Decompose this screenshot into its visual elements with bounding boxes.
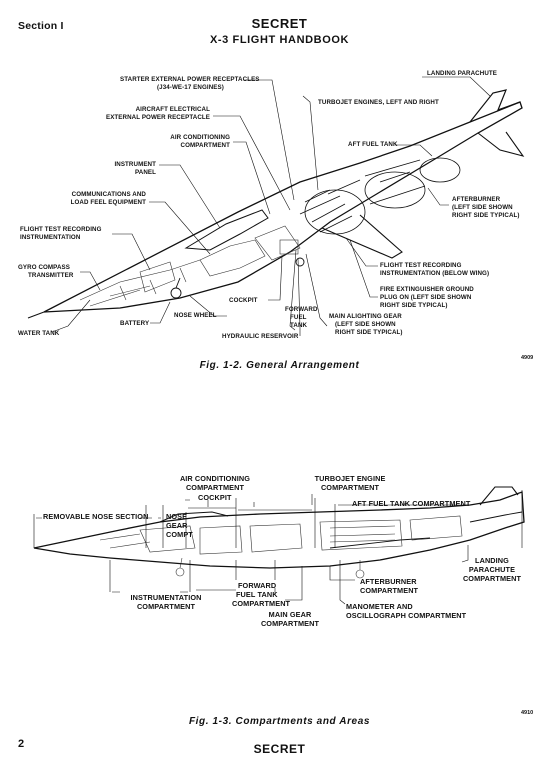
wing bbox=[321, 214, 403, 259]
label-landing: LANDING bbox=[475, 556, 509, 565]
label-nose-gear: NOSE bbox=[166, 512, 188, 521]
figure-1-3-number: 4910 bbox=[521, 710, 534, 716]
label-turbojet-engine-1-3: TURBOJET ENGINE bbox=[314, 474, 386, 483]
label-fire-extinguisher: FIRE EXTINGUISHER GROUND bbox=[380, 286, 474, 293]
side-interior-detail bbox=[99, 515, 463, 579]
label-cockpit: COCKPIT bbox=[229, 297, 258, 304]
label-fire-extinguisher-left: PLUG ON (LEFT SIDE SHOWN bbox=[380, 294, 472, 301]
label-forward-1-3: FORWARD bbox=[238, 581, 277, 590]
label-manometer: MANOMETER AND bbox=[346, 602, 413, 611]
label-flight-test-instrumentation: INSTRUMENTATION bbox=[20, 234, 81, 241]
classification-header: SECRET bbox=[251, 16, 308, 31]
side-tail-fin bbox=[479, 486, 519, 506]
label-nose-gear-gear: GEAR bbox=[166, 521, 188, 530]
leader-lines-fig-1-2 bbox=[51, 76, 491, 336]
canopy bbox=[184, 209, 269, 251]
figure-1-2-caption: Fig. 1-2. General Arrangement bbox=[199, 360, 360, 371]
label-cockpit-1-3: COCKPIT bbox=[198, 493, 232, 502]
engine-cutaway bbox=[299, 157, 461, 235]
label-afterburner-right-side: RIGHT SIDE TYPICAL) bbox=[452, 212, 520, 219]
label-afterburner-1-3: AFTERBURNER bbox=[360, 577, 417, 586]
label-instrument: INSTRUMENT bbox=[114, 161, 156, 168]
interior-detail bbox=[79, 225, 301, 307]
label-battery: BATTERY bbox=[120, 320, 150, 327]
label-flight-test-recording-below: FLIGHT TEST RECORDING bbox=[380, 262, 462, 269]
label-gyro-compass: GYRO COMPASS bbox=[18, 264, 70, 271]
label-instrument-panel: PANEL bbox=[134, 169, 156, 176]
label-nose-gear-compt: COMPT bbox=[166, 530, 193, 539]
label-fuel-tank-compartment-1-3: COMPARTMENT bbox=[232, 599, 291, 608]
handbook-title: X-3 FLIGHT HANDBOOK bbox=[209, 34, 350, 46]
label-gyro-transmitter: TRANSMITTER bbox=[28, 272, 74, 279]
label-turbojet-engines: TURBOJET ENGINES, LEFT AND RIGHT bbox=[318, 99, 439, 106]
classification-footer: SECRET bbox=[253, 742, 306, 756]
label-flight-test-recording: FLIGHT TEST RECORDING bbox=[20, 226, 102, 233]
label-starter-receptacles: STARTER EXTERNAL POWER RECEPTACLES bbox=[120, 76, 260, 83]
label-starter-engines: (J34-WE-17 ENGINES) bbox=[157, 84, 224, 91]
label-instrumentation-compartment-1-3: COMPARTMENT bbox=[136, 602, 196, 611]
label-load-feel-equipment: LOAD FEEL EQUIPMENT bbox=[70, 199, 146, 206]
label-air-conditioning: AIR CONDITIONING bbox=[170, 134, 230, 141]
vertical-tail bbox=[469, 89, 521, 123]
label-main-gear-compartment-1-3: COMPARTMENT bbox=[260, 619, 320, 628]
label-forward-fuel: FUEL bbox=[290, 314, 307, 321]
label-afterburner: AFTERBURNER bbox=[452, 196, 501, 203]
label-main-alighting-gear: MAIN ALIGHTING GEAR bbox=[329, 313, 402, 320]
label-communications: COMMUNICATIONS AND bbox=[71, 191, 146, 198]
label-aircraft-electrical: AIRCRAFT ELECTRICAL bbox=[135, 106, 210, 113]
label-afterburner-left-side: (LEFT SIDE SHOWN bbox=[452, 204, 513, 211]
page-number: 2 bbox=[18, 738, 25, 750]
label-nose-wheel: NOSE WHEEL bbox=[174, 312, 217, 319]
label-flight-test-below-wing: INSTRUMENTATION (BELOW WING) bbox=[380, 270, 490, 277]
label-turbojet-compartment-1-3: COMPARTMENT bbox=[320, 483, 380, 492]
label-forward-tank: TANK bbox=[290, 322, 308, 329]
label-main-gear-right: RIGHT SIDE TYPICAL) bbox=[335, 329, 403, 336]
label-parachute: PARACHUTE bbox=[468, 565, 516, 574]
label-water-tank: WATER TANK bbox=[18, 330, 60, 337]
label-air-conditioning-compartment: COMPARTMENT bbox=[180, 142, 230, 149]
label-air-conditioning-compartment-1-3: COMPARTMENT bbox=[185, 483, 245, 492]
figure-1-3-caption: Fig. 1-3. Compartments and Areas bbox=[188, 716, 371, 727]
label-forward: FORWARD bbox=[285, 306, 318, 313]
label-main-gear-left: (LEFT SIDE SHOWN bbox=[335, 321, 396, 328]
label-afterburner-compartment-1-3: COMPARTMENT bbox=[360, 586, 419, 595]
label-aft-fuel-tank: AFT FUEL TANK bbox=[348, 141, 398, 148]
label-oscillograph-compartment: OSCILLOGRAPH COMPARTMENT bbox=[346, 611, 467, 620]
label-removable-nose: REMOVABLE NOSE SECTION bbox=[43, 512, 149, 521]
side-fuselage bbox=[33, 491, 525, 569]
label-fuel-tank-1-3: FUEL TANK bbox=[236, 590, 278, 599]
label-landing-parachute: LANDING PARACHUTE bbox=[427, 70, 497, 77]
label-air-conditioning-1-3: AIR CONDITIONING bbox=[179, 474, 251, 483]
side-canopy bbox=[159, 511, 229, 523]
figure-1-2-number: 4909 bbox=[521, 355, 534, 361]
label-external-power-receptacle: EXTERNAL POWER RECEPTACLE bbox=[105, 114, 210, 121]
label-parachute-compartment: COMPARTMENT bbox=[462, 574, 522, 583]
dimension-lines bbox=[33, 490, 523, 605]
label-instrumentation-1-3: INSTRUMENTATION bbox=[130, 593, 202, 602]
label-hydraulic-reservoir: HYDRAULIC RESERVOIR bbox=[222, 333, 299, 340]
label-aft-fuel-compartment: AFT FUEL TANK COMPARTMENT bbox=[352, 499, 471, 508]
label-main-gear-1-3: MAIN GEAR bbox=[268, 610, 312, 619]
label-fire-extinguisher-right: RIGHT SIDE TYPICAL) bbox=[380, 302, 448, 309]
section-label: Section I bbox=[18, 20, 64, 32]
